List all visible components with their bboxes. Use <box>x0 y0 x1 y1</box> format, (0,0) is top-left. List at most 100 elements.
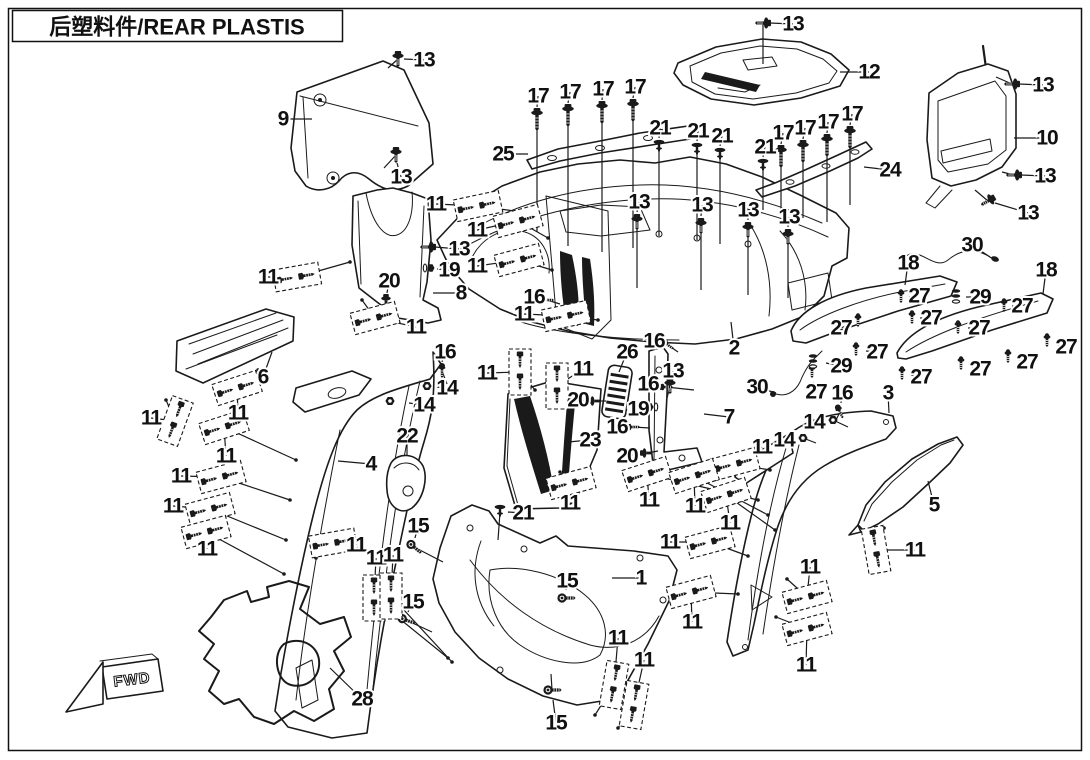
hardware-box <box>618 679 650 731</box>
callout-label-17: 17 <box>817 111 839 134</box>
callout-label-30: 30 <box>746 376 768 399</box>
leader-line <box>812 381 817 393</box>
callout-label-13: 13 <box>1032 74 1054 97</box>
leader-dot <box>282 572 286 576</box>
washer-stack-icon <box>808 353 818 369</box>
leader-dot <box>558 470 562 474</box>
leader-dot <box>550 268 554 272</box>
leader-line <box>577 399 588 402</box>
leader-line <box>762 146 766 158</box>
clip-icon <box>714 147 726 161</box>
leader-line <box>887 392 890 414</box>
part-6-louver-panel <box>175 308 295 384</box>
callout-label-14: 14 <box>436 377 459 400</box>
leader-line <box>969 365 981 370</box>
clip-icon <box>653 139 665 153</box>
part-28-foam-gasket <box>198 580 352 725</box>
leader-line <box>403 58 425 61</box>
leader-line <box>802 127 806 140</box>
callout-label-11: 11 <box>682 611 704 634</box>
callout-label-13: 13 <box>778 206 800 229</box>
callout-label-11: 11 <box>197 538 219 561</box>
part-9-side-panel <box>290 60 434 191</box>
leader-line <box>552 699 557 724</box>
leader-line <box>658 127 661 139</box>
leader-line <box>719 135 723 147</box>
leader-line <box>1042 269 1047 295</box>
leader-line <box>703 413 730 418</box>
hardware-box <box>598 659 630 711</box>
callout-label-11: 11 <box>905 539 927 562</box>
leader-dot <box>284 538 288 542</box>
callout-label-11: 11 <box>634 649 656 672</box>
callout-label-11: 11 <box>171 465 193 488</box>
leader-dot <box>360 298 364 302</box>
long-bolt-icon <box>561 103 575 128</box>
leader-line <box>813 420 825 423</box>
callout-label-5: 5 <box>929 494 941 517</box>
callout-label-15: 15 <box>407 515 430 538</box>
callout-label-20: 20 <box>567 389 589 412</box>
long-bolt-icon <box>595 100 609 125</box>
leader-line <box>780 132 784 145</box>
leader-dot <box>768 468 772 472</box>
callout-label-27: 27 <box>920 307 942 330</box>
leader-line <box>849 113 853 126</box>
callout-label-2: 2 <box>729 337 740 360</box>
long-bolt-icon <box>843 125 857 150</box>
callout-label-10: 10 <box>1036 127 1058 150</box>
callout-label-1: 1 <box>636 567 648 590</box>
callout-label-21: 21 <box>512 502 535 525</box>
clip-icon <box>494 504 506 518</box>
callout-label-27: 27 <box>910 366 932 389</box>
callout-label-11: 11 <box>383 544 405 567</box>
screw-icon <box>957 355 965 371</box>
callout-label-11: 11 <box>366 547 388 570</box>
leader-line <box>730 321 735 349</box>
callout-label-22: 22 <box>396 425 418 448</box>
part-10-tail-cover <box>925 44 1017 209</box>
callout-label-13: 13 <box>1017 202 1039 225</box>
leader-line <box>769 22 794 25</box>
leader-line <box>1018 83 1044 86</box>
callout-label-11: 11 <box>800 556 822 579</box>
hardware-box <box>271 261 323 293</box>
leader-dot <box>593 713 597 717</box>
callout-label-21: 21 <box>754 136 777 159</box>
leader-line <box>637 407 646 410</box>
screw-icon <box>898 365 906 381</box>
callout-label-13: 13 <box>628 191 650 214</box>
hardware-box <box>379 572 403 620</box>
part-24-support-bracket <box>755 141 873 198</box>
callout-label-16: 16 <box>637 373 659 396</box>
callout-label-25: 25 <box>492 143 515 166</box>
part-25-support-bracket <box>526 125 698 170</box>
leader-line <box>383 154 397 169</box>
socket-bolt-icon <box>403 537 425 558</box>
leader-line <box>618 351 628 373</box>
callout-label-21: 21 <box>687 120 710 143</box>
leader-line <box>396 162 402 178</box>
callout-label-18: 18 <box>1035 259 1058 282</box>
hardware-box <box>621 455 673 493</box>
hardware-box <box>156 394 194 448</box>
hardware-box <box>493 242 545 278</box>
leader-line <box>636 201 640 213</box>
callout-label-16: 16 <box>606 416 628 439</box>
hardware-box <box>668 457 720 495</box>
leader-line <box>840 392 843 404</box>
callout-label-17: 17 <box>624 76 646 99</box>
callout-label-29: 29 <box>830 355 852 378</box>
leader-line <box>337 460 372 465</box>
hardware-box <box>540 299 592 333</box>
callout-label-11: 11 <box>426 193 448 216</box>
part-12-top-cover <box>673 38 850 106</box>
leader-line <box>434 246 460 250</box>
callout-label-27: 27 <box>1011 295 1033 318</box>
callout-label-17: 17 <box>772 122 794 145</box>
callout-label-11: 11 <box>796 654 818 677</box>
part-5-side-sill-trim <box>848 436 964 536</box>
leader-line <box>994 202 1029 214</box>
leader-line <box>974 189 989 202</box>
leader-line <box>840 323 851 329</box>
